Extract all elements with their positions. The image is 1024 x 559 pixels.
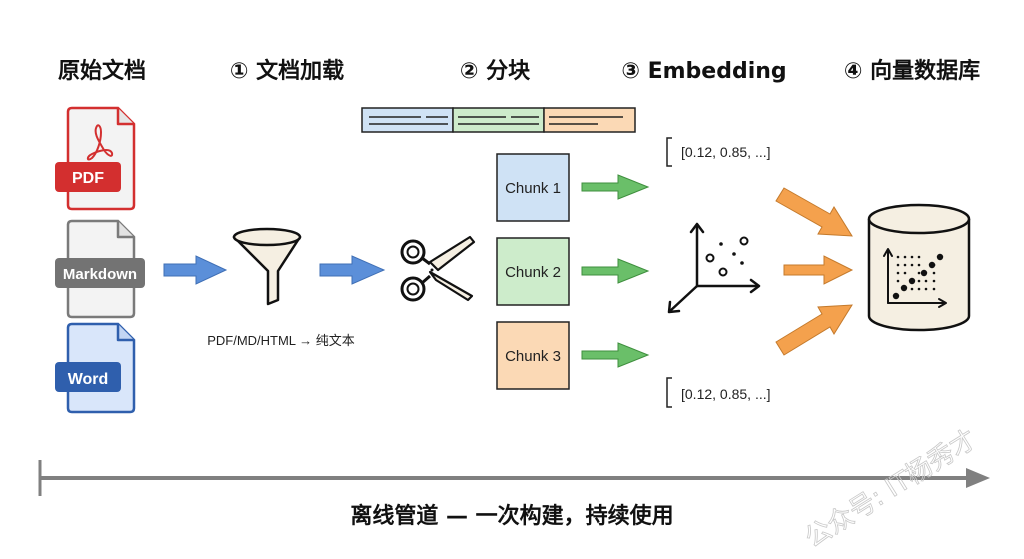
stage-title-loading: ① 文档加载 bbox=[230, 58, 344, 84]
stage-title-embedding: ③ Embedding bbox=[621, 59, 786, 84]
funnel-icon bbox=[232, 227, 302, 306]
chunk-1-label: Chunk 1 bbox=[505, 180, 561, 197]
db-scatter-dots bbox=[892, 253, 944, 300]
vector-database-icon bbox=[867, 203, 971, 332]
text-strip bbox=[361, 107, 636, 133]
stage-title-vector-db: ④ 向量数据库 bbox=[844, 58, 980, 84]
chunk-3: Chunk 3 bbox=[496, 321, 570, 390]
chunk-3-label: Chunk 3 bbox=[505, 348, 561, 365]
chunk-2-label: Chunk 2 bbox=[505, 264, 561, 281]
markdown-badge-label: Markdown bbox=[63, 266, 137, 283]
scissors-icon bbox=[400, 235, 476, 302]
chunk-1: Chunk 1 bbox=[496, 153, 570, 222]
vector-label-bottom: [0.12, 0.85, ...] bbox=[681, 386, 771, 402]
pdf-badge-label: PDF bbox=[72, 170, 104, 187]
loader-caption: PDF/MD/HTML → 纯文本 bbox=[207, 333, 355, 348]
word-badge-label: Word bbox=[68, 371, 109, 388]
chunk-2: Chunk 2 bbox=[496, 237, 570, 306]
vector-label-top: [0.12, 0.85, ...] bbox=[681, 144, 771, 160]
timeline-arrow bbox=[38, 460, 990, 496]
vector-space-icon bbox=[667, 222, 761, 314]
arrow-chunk-1-to-embedding bbox=[581, 174, 650, 200]
arrow-embedding-to-db-bottom bbox=[775, 304, 853, 356]
footer-caption: 离线管道 — 一次构建，持续使用 bbox=[350, 503, 673, 529]
arrow-embedding-to-db-top bbox=[775, 187, 853, 237]
vector-output-top: [0.12, 0.85, ...] bbox=[666, 137, 771, 167]
arrow-docs-to-loader bbox=[163, 255, 228, 285]
stage-title-raw-docs: 原始文档 bbox=[58, 58, 146, 84]
arrow-chunk-2-to-embedding bbox=[581, 258, 650, 284]
stage-title-chunking: ② 分块 bbox=[460, 59, 531, 84]
watermark: 公众号: IT杨秀才 bbox=[800, 424, 983, 554]
arrow-loader-to-splitter bbox=[319, 255, 386, 285]
arrow-embedding-to-db-middle bbox=[783, 255, 854, 285]
arrow-chunk-3-to-embedding bbox=[581, 342, 650, 368]
pdf-file-icon: PDF bbox=[55, 106, 136, 211]
vector-output-bottom: [0.12, 0.85, ...] bbox=[666, 377, 771, 408]
markdown-file-icon: Markdown bbox=[55, 219, 145, 319]
word-file-icon: Word bbox=[55, 322, 136, 414]
